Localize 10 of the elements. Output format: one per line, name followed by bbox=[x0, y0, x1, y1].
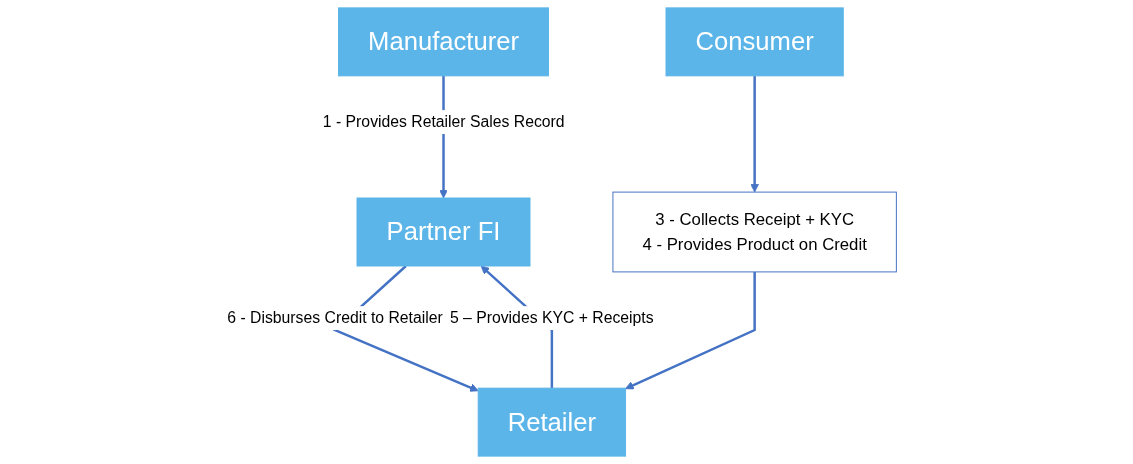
node-box: 3 - Collects Receipt + KYC 4 - Provides Product on Credit bbox=[612, 191, 897, 273]
arrow bbox=[750, 75, 759, 193]
node-box: Manufacturer bbox=[338, 7, 549, 77]
node-box: Consumer bbox=[665, 7, 844, 77]
arrow bbox=[625, 271, 756, 390]
node-box: Partner FI bbox=[356, 197, 531, 267]
edge-label: 6 - Disburses Credit to Retailer bbox=[227, 309, 443, 327]
edge-label: 5 – Provides KYC + Receipts bbox=[449, 309, 654, 327]
edge-label: 1 - Provides Retailer Sales Record bbox=[322, 113, 565, 131]
node-box: Retailer bbox=[477, 387, 627, 457]
